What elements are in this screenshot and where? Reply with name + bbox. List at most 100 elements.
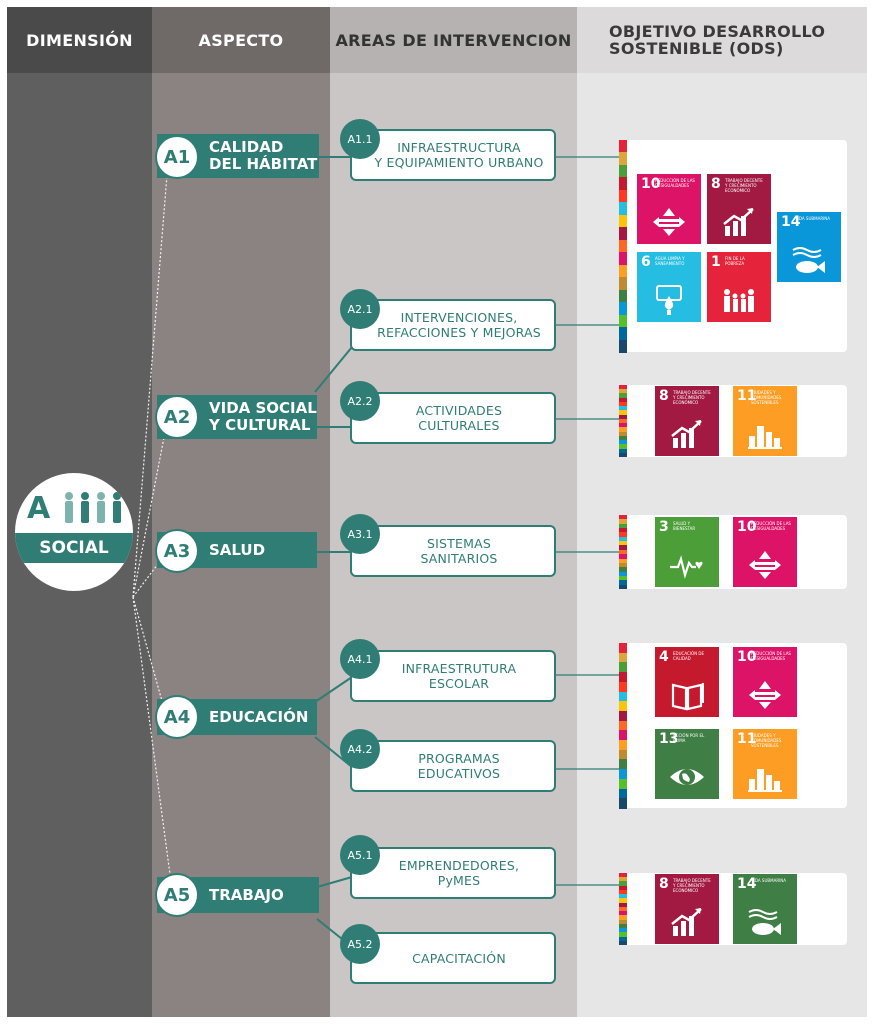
- heartbeat-icon: [670, 555, 703, 579]
- area-a21-box: INTERVENCIONES,REFACCIONES Y MEJORAS: [350, 299, 556, 351]
- area-a21-line1: INTERVENCIONES,: [400, 310, 518, 325]
- sdg-number: 10: [737, 649, 757, 665]
- sdg-tile: 14Vida submarina: [777, 212, 841, 282]
- stripe-segment: [619, 140, 627, 154]
- ods-color-stripe: [619, 873, 627, 946]
- stripe-segment: [619, 889, 627, 895]
- aspect-a4-line1: EDUCACIÓN: [209, 707, 309, 726]
- stripe-segment: [619, 567, 627, 572]
- ods-panel-1: 10Reducción de las desigualdades 8Trabaj…: [619, 140, 847, 354]
- header-ods-line2: SOSTENIBLE (ODS): [609, 39, 784, 58]
- sdg-title: Trabajo decente y crecimiento económico: [725, 178, 763, 193]
- sdg-tile: 8Trabajo decente y crecimiento económico: [655, 386, 719, 456]
- ods-color-stripe: [619, 643, 627, 809]
- stripe-segment: [619, 277, 627, 291]
- area-a52-box: CAPACITACIÓN: [350, 932, 556, 984]
- stripe-segment: [619, 528, 627, 533]
- sdg-tile: 11Ciudades y comunidades sostenibles: [733, 729, 797, 799]
- stripe-segment: [619, 554, 627, 559]
- sdg-title: Agua limpia y saneamiento: [655, 256, 685, 266]
- stripe-segment: [619, 252, 627, 266]
- aspect-a5-badge: A5: [155, 873, 199, 917]
- sdg-number: 13: [659, 731, 679, 747]
- sdg-number: 8: [711, 176, 721, 192]
- ods-color-stripe: [619, 515, 627, 590]
- area-a11-badge: A1.1: [340, 119, 380, 159]
- area-a51-box: EMPRENDEDORES,PyMES: [350, 847, 556, 899]
- stripe-segment: [619, 881, 627, 887]
- stripe-segment: [619, 691, 627, 703]
- sdg-tile: 8 Trabajo decente y crecimiento económico: [707, 174, 771, 244]
- stripe-segment: [619, 264, 627, 279]
- sdg-tile: 3Salud y bienestar: [655, 517, 719, 587]
- area-a41-badge: A4.1: [340, 639, 380, 679]
- stripe-segment: [619, 778, 627, 790]
- area-a41-line1: INFRAESTRUTURA: [401, 661, 517, 676]
- area-a11-line1: INFRAESTRUCTURA: [397, 140, 521, 155]
- area-a42-badge: A4.2: [340, 729, 380, 769]
- stripe-segment: [619, 427, 627, 432]
- stripe-segment: [619, 164, 627, 179]
- ods-color-stripe: [619, 140, 627, 354]
- stripe-segment: [619, 410, 627, 415]
- stripe-segment: [619, 214, 627, 229]
- aspect-a2-line2: Y CULTURAL: [209, 416, 311, 434]
- dimension-name: SOCIAL: [15, 533, 133, 563]
- stripe-segment: [619, 919, 627, 925]
- sdg-tile: 10Reducción de las desigualdades: [733, 647, 797, 717]
- stripe-segment: [619, 915, 627, 920]
- stripe-segment: [619, 571, 627, 577]
- stripe-segment: [619, 730, 627, 741]
- stripe-segment: [619, 444, 627, 449]
- stripe-segment: [619, 418, 627, 424]
- area-a22-line2: CULTURALES: [418, 418, 500, 433]
- stripe-segment: [619, 541, 627, 546]
- stripe-segment: [619, 423, 627, 428]
- sdg-tile: 14Vida submarina: [733, 874, 797, 944]
- link-social-a5: [132, 596, 174, 898]
- area-a21-badge: A2.1: [340, 289, 380, 329]
- sdg-title: Acción por el clima: [673, 733, 705, 743]
- stripe-segment: [619, 710, 627, 722]
- ods-panel-4: 4Educación de calidad 10Reducción de las…: [619, 643, 847, 809]
- stripe-segment: [619, 885, 627, 891]
- stripe-segment: [619, 406, 627, 411]
- water-drop-icon: [656, 285, 682, 315]
- sdg-number: 11: [737, 388, 757, 404]
- stripe-segment: [619, 389, 627, 394]
- stripe-segment: [619, 932, 627, 937]
- sdg-number: 14: [737, 876, 757, 892]
- growth-chart-icon: [671, 420, 702, 448]
- aspect-a2-line1: VIDA SOCIAL: [209, 399, 317, 417]
- stripe-segment: [619, 662, 627, 673]
- stripe-segment: [619, 788, 627, 800]
- city-icon: [748, 769, 782, 792]
- stripe-segment: [619, 740, 627, 751]
- sdg-title: Ciudades y comunidades sostenibles: [751, 733, 782, 748]
- sdg-tile: 13Acción por el clima: [655, 729, 719, 799]
- stripe-segment: [619, 928, 627, 933]
- ods-color-stripe: [619, 385, 627, 458]
- stripe-segment: [619, 580, 627, 585]
- growth-chart-icon: [723, 208, 754, 236]
- stripe-segment: [619, 414, 627, 420]
- aspect-a1-badge: A1: [155, 135, 199, 179]
- sdg-number: 8: [659, 388, 669, 404]
- equality-icon: [749, 551, 781, 579]
- stripe-segment: [619, 906, 627, 912]
- stripe-segment: [619, 440, 627, 445]
- earth-eye-icon: [670, 769, 704, 785]
- sdg-title: Reducción de las desigualdades: [655, 178, 695, 188]
- link-social-a2: [132, 421, 168, 598]
- stripe-segment: [619, 652, 627, 664]
- ods-panel-5: 8Trabajo decente y crecimiento económico…: [619, 873, 847, 946]
- header-aspect: ASPECTO: [152, 7, 330, 73]
- stripe-segment: [619, 515, 627, 520]
- fish-icon: [792, 247, 825, 273]
- sdg-title: Fin de la pobreza: [725, 256, 745, 266]
- growth-chart-icon: [671, 908, 702, 936]
- stripe-segment: [619, 940, 627, 946]
